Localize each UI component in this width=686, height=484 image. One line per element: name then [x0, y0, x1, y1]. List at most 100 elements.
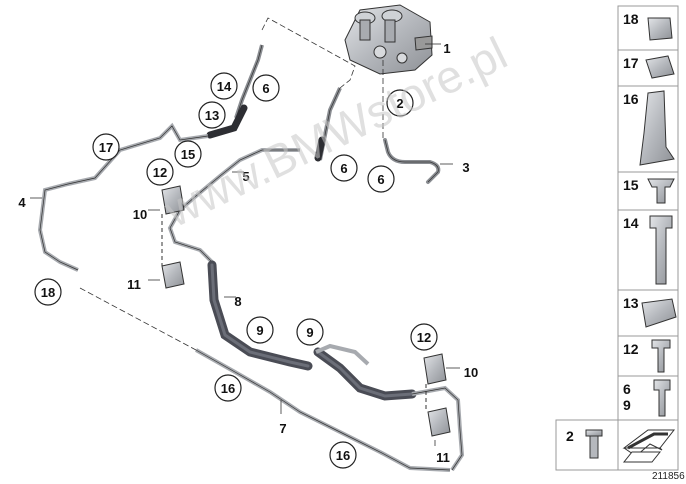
callout-circle — [214, 374, 242, 402]
panel-part-label-2: 2 — [566, 428, 574, 444]
callout-number: 12 — [417, 330, 431, 345]
callout-number: 6 — [377, 172, 384, 187]
callout-number: 4 — [18, 195, 26, 210]
callout-circle — [386, 89, 414, 117]
callout-number: 11 — [127, 277, 141, 292]
callout-circle — [92, 133, 120, 161]
return-pipe-4 — [37, 122, 209, 272]
panel-part-label: 15 — [623, 177, 639, 193]
callout-c2: 2 — [386, 89, 414, 117]
bolt-icon — [585, 429, 603, 459]
part-shape — [651, 339, 671, 373]
callout-number: 17 — [99, 140, 113, 155]
callout-number: 16 — [336, 448, 350, 463]
part-shape — [639, 90, 675, 166]
callout-number: 10 — [133, 207, 147, 222]
callout-c1: 1 — [443, 41, 450, 56]
part-shape — [649, 215, 673, 285]
callout-c18: 18 — [34, 278, 62, 306]
diagram-id: 211856 — [652, 471, 685, 482]
part-shape — [641, 298, 677, 328]
callout-circle — [198, 101, 226, 129]
callout-circle — [146, 158, 174, 186]
callout-number: 9 — [256, 323, 263, 338]
hose-9 — [313, 343, 465, 472]
callout-c16b: 16 — [329, 441, 357, 469]
arrow-symbol — [622, 429, 676, 463]
callout-c12a: 12 — [146, 158, 174, 186]
callout-number: 15 — [181, 147, 195, 162]
hose-14 — [206, 44, 264, 139]
pipe-7 — [195, 348, 451, 472]
callout-c15: 15 — [174, 140, 202, 168]
callout-c7: 7 — [279, 421, 286, 436]
valve-block — [344, 4, 433, 75]
callout-circle — [329, 441, 357, 469]
callout-circle — [252, 74, 280, 102]
part-screw-med-icon — [653, 379, 671, 417]
panel-part-label: 6 — [623, 381, 631, 397]
callout-number: 1 — [443, 41, 450, 56]
callout-number: 6 — [262, 81, 269, 96]
part-clip-icon — [647, 17, 673, 41]
callout-c17: 17 — [92, 133, 120, 161]
leader-lines — [30, 43, 460, 446]
part-screw-long-icon — [649, 215, 673, 285]
callout-number: 5 — [242, 169, 249, 184]
callout-circle — [210, 72, 238, 100]
panel-part-label: 17 — [623, 55, 639, 71]
callout-c10a: 10 — [133, 207, 147, 222]
callout-number: 13 — [205, 108, 219, 123]
callout-c4: 4 — [18, 195, 26, 210]
panel-part-label: 13 — [623, 295, 639, 311]
callout-circle — [330, 154, 358, 182]
pipe-6-center — [314, 87, 342, 162]
part-bolt-icon — [651, 339, 671, 373]
part-clip3-icon — [641, 298, 677, 328]
callout-number: 2 — [396, 96, 403, 111]
panel-part-label: 12 — [623, 341, 639, 357]
bracket-right — [423, 353, 451, 437]
callout-number: 12 — [153, 165, 167, 180]
callout-c9b: 9 — [296, 318, 324, 346]
callout-c3: 3 — [462, 160, 469, 175]
callout-c8: 8 — [234, 294, 241, 309]
part-shape — [653, 379, 671, 417]
part-shape — [647, 17, 673, 41]
panel-part-label: 9 — [623, 397, 631, 413]
panel-part-label: 14 — [623, 215, 639, 231]
callout-circle — [410, 323, 438, 351]
callout-c12b: 12 — [410, 323, 438, 351]
callout-number: 18 — [41, 285, 55, 300]
part-shape — [647, 178, 675, 204]
bottom-panel: 2 211856 — [555, 419, 685, 482]
callout-circle — [296, 318, 324, 346]
callout-number: 10 — [464, 365, 478, 380]
callout-c9a: 9 — [246, 316, 274, 344]
callout-c6c: 6 — [367, 165, 395, 193]
callout-number: 16 — [221, 381, 235, 396]
panel-part-label: 16 — [623, 91, 639, 107]
callout-circle — [246, 316, 274, 344]
callout-c16a: 16 — [214, 374, 242, 402]
pipe-5 — [167, 148, 300, 264]
callout-number: 9 — [306, 325, 313, 340]
part-clip2-icon — [645, 55, 675, 79]
callout-c6b: 6 — [330, 154, 358, 182]
callout-number: 8 — [234, 294, 241, 309]
dashed-leaders — [79, 17, 384, 351]
callout-number: 6 — [340, 161, 347, 176]
part-shape — [645, 55, 675, 79]
callout-number: 7 — [279, 421, 286, 436]
callout-c11a: 11 — [127, 277, 141, 292]
part-bracket-icon — [639, 90, 675, 166]
callout-number: 11 — [436, 450, 450, 465]
callout-c10b: 10 — [464, 365, 478, 380]
callout-number: 14 — [217, 79, 232, 94]
callout-c13: 13 — [198, 101, 226, 129]
callout-number: 3 — [462, 160, 469, 175]
callout-circle — [367, 165, 395, 193]
